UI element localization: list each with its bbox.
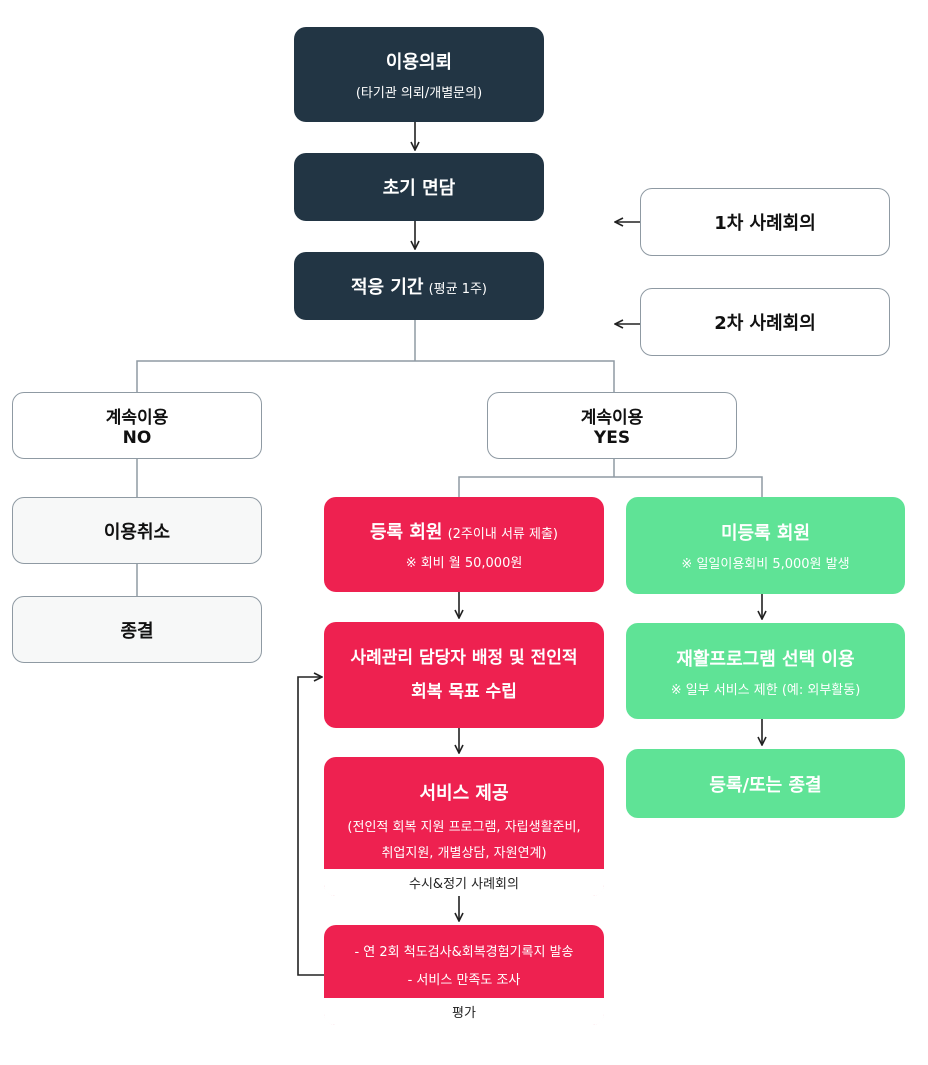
node-adaptation-text: 적응 기간 (평균 1주) (351, 273, 487, 299)
node-registered-heading: 등록 회원 (2주이내 서류 제출) (370, 518, 558, 544)
node-case-manager-line1: 사례관리 담당자 배정 및 전인적 (350, 648, 578, 668)
branch-horizontal-top (136, 360, 615, 392)
arrow-feedback-loop (297, 677, 324, 976)
node-case-manager: 사례관리 담당자 배정 및 전인적 회복 목표 수립 (324, 622, 604, 728)
node-inquiry: 이용의뢰 (타기관 의뢰/개별문의) (294, 27, 544, 122)
node-end: 종결 (12, 596, 262, 663)
branch-horizontal-yes (458, 476, 763, 497)
node-continue-yes: 계속이용 YES (487, 392, 737, 459)
node-cancel-title: 이용취소 (103, 521, 171, 543)
node-registered: 등록 회원 (2주이내 서류 제출) ※ 회비 월 50,000원 (324, 497, 604, 592)
node-registered-title: 등록 회원 (369, 522, 443, 543)
node-adaptation-title: 적응 기간 (350, 277, 424, 298)
node-case-meeting-1-title: 1차 사례회의 (714, 213, 816, 234)
node-service-line1: (전인적 회복 지원 프로그램, 자립생활준비, (347, 820, 581, 835)
node-continue-no-line2: NO (122, 428, 152, 448)
node-evaluation-footer: 평가 (324, 998, 604, 1025)
node-unregistered-title: 미등록 회원 (720, 523, 811, 544)
node-service-line2: 취업지원, 개별상담, 자원연계) (381, 846, 547, 861)
node-rehab-note: ※ 일부 서비스 제한 (예: 외부활동) (670, 682, 861, 698)
node-evaluation-line2: - 서비스 만족도 조사 (407, 973, 521, 988)
node-rehab: 재활프로그램 선택 이용 ※ 일부 서비스 제한 (예: 외부활동) (626, 623, 905, 719)
node-case-meeting-2: 2차 사례회의 (640, 288, 890, 356)
node-initial-interview-title: 초기 면담 (382, 178, 456, 199)
node-initial-interview: 초기 면담 (294, 153, 544, 221)
node-register-or-end-title: 등록/또는 종결 (709, 774, 822, 796)
node-service-footer: 수시&정기 사례회의 (324, 869, 604, 896)
node-registered-note: ※ 회비 월 50,000원 (405, 556, 523, 571)
node-evaluation: - 연 2회 척도검사&회복경험기록지 발송 - 서비스 만족도 조사 평가 (324, 925, 604, 1025)
node-case-meeting-1: 1차 사례회의 (640, 188, 890, 256)
node-rehab-title: 재활프로그램 선택 이용 (676, 648, 855, 670)
node-adaptation-sub: (평균 1주) (428, 282, 488, 297)
node-service: 서비스 제공 (전인적 회복 지원 프로그램, 자립생활준비, 취업지원, 개별… (324, 757, 604, 896)
node-inquiry-title: 이용의뢰 (385, 52, 453, 73)
node-evaluation-line1: - 연 2회 척도검사&회복경험기록지 발송 (354, 945, 574, 960)
node-unregistered-note: ※ 일일이용회비 5,000원 발생 (681, 557, 850, 572)
node-unregistered: 미등록 회원 ※ 일일이용회비 5,000원 발생 (626, 497, 905, 594)
node-continue-no: 계속이용 NO (12, 392, 262, 459)
node-continue-yes-line2: YES (593, 428, 631, 448)
node-adaptation: 적응 기간 (평균 1주) (294, 252, 544, 320)
node-continue-no-line1: 계속이용 (105, 408, 169, 428)
node-service-title: 서비스 제공 (419, 783, 509, 804)
node-case-meeting-2-title: 2차 사례회의 (714, 313, 816, 334)
node-continue-yes-line1: 계속이용 (580, 408, 644, 428)
node-cancel: 이용취소 (12, 497, 262, 564)
node-case-manager-line2: 회복 목표 수립 (411, 682, 517, 702)
node-registered-sub: (2주이내 서류 제출) (447, 527, 558, 542)
node-end-title: 종결 (120, 620, 154, 642)
node-inquiry-sub: (타기관 의뢰/개별문의) (355, 86, 483, 101)
node-register-or-end: 등록/또는 종결 (626, 749, 905, 818)
